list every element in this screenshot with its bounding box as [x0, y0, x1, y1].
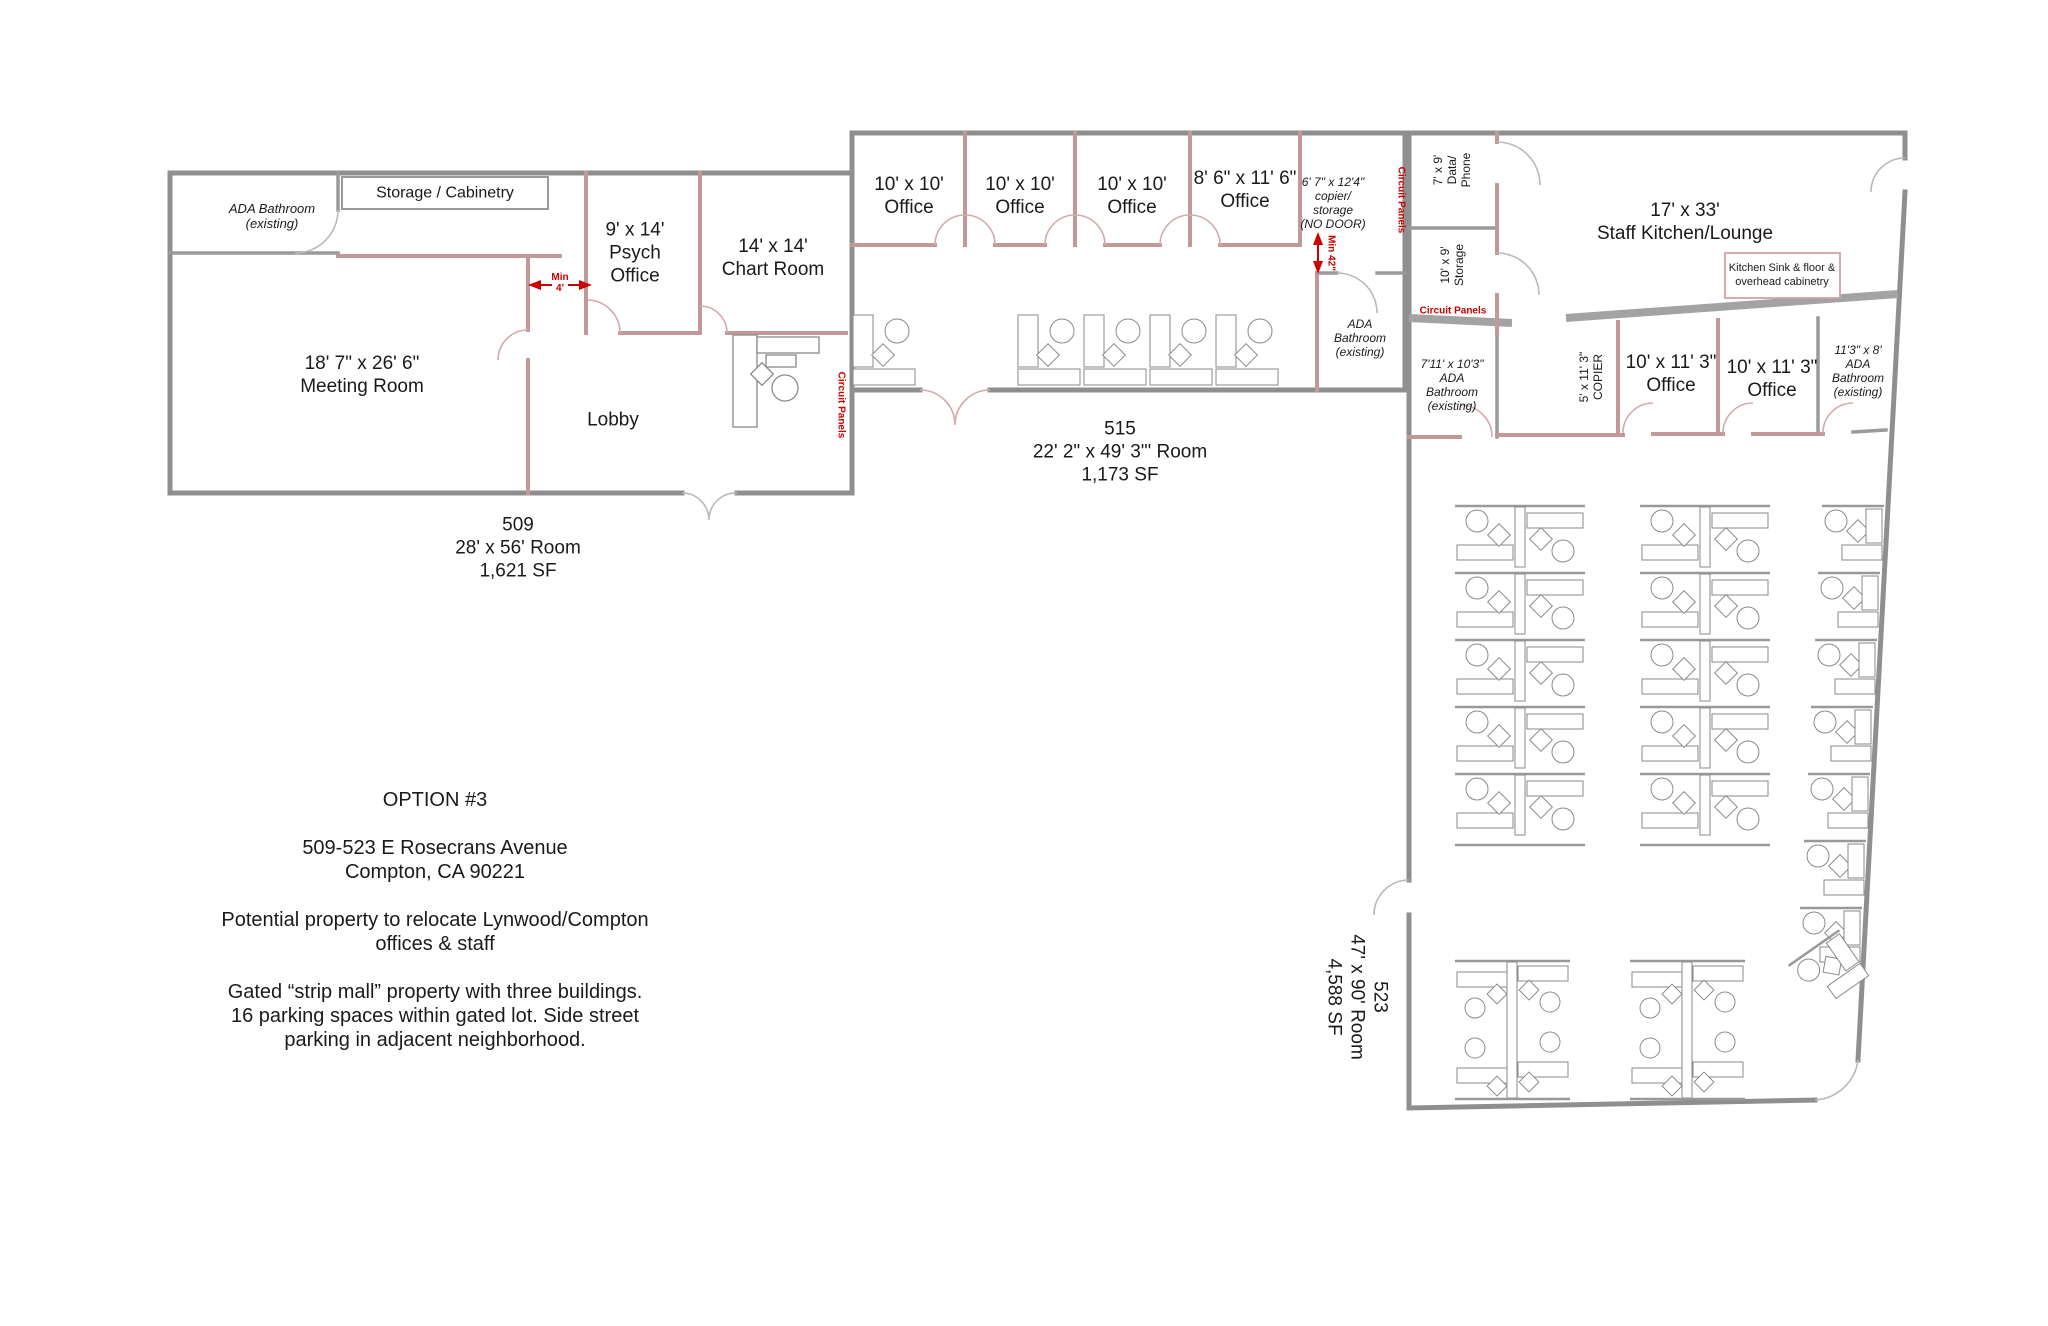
room-label-copier-523: 5' x 11' 3" COPIER: [1577, 351, 1605, 403]
lobby-desk: [732, 334, 820, 428]
room-label-office-523-1: 10' x 11' 3" Office: [1625, 352, 1717, 396]
room-label-office-515-2: 10' x 10' Office: [985, 174, 1055, 218]
property-note-1: Potential property to relocate Lynwood/C…: [221, 909, 649, 955]
room-label-ada-bathroom-509: ADA Bathroom (existing): [228, 201, 316, 231]
annotation-circuit-panels-515: Circuit Panels: [1395, 166, 1407, 234]
room-label-lobby: Lobby: [587, 409, 639, 431]
annotation-circuit-panels-523: Circuit Panels: [1419, 305, 1487, 317]
room-label-copier-storage-515: 6' 7" x 12'4" copier/ storage (NO DOOR): [1300, 175, 1366, 231]
annotation-kitchen-sink: Kitchen Sink & floor & overhead cabinetr…: [1728, 262, 1836, 288]
property-note-2: Gated “strip mall” property with three b…: [227, 981, 643, 1051]
room-label-data-phone: 7' x 9' Data/ Phone: [1431, 152, 1473, 188]
room-label-ada-bathroom-523-west: 7'11' x 10'3" ADA Bathroom (existing): [1420, 357, 1484, 413]
room-label-office-515-4: 8' 6" x 11' 6" Office: [1193, 168, 1297, 212]
annotation-min-42in: Min 42": [1325, 235, 1337, 271]
room-label-meeting-room: 18' 7" x 26' 6" Meeting Room: [300, 353, 424, 397]
property-address: 509-523 E Rosecrans Avenue Compton, CA 9…: [302, 837, 568, 883]
door-arcs-gray: [294, 141, 1906, 1101]
room-label-staff-kitchen: 17' x 33' Staff Kitchen/Lounge: [1596, 200, 1774, 244]
annotation-circuit-panels-509: Circuit Panels: [835, 371, 847, 439]
annotation-min-4ft: Min 4': [551, 272, 569, 294]
workstations-523: [1453, 504, 1886, 1101]
room-label-ada-bathroom-523-east: 11'3" x 8' ADA Bathroom (existing): [1831, 343, 1885, 399]
room-label-ada-bathroom-515: ADA Bathroom (existing): [1333, 317, 1387, 359]
workstations-515: [852, 314, 1279, 386]
building-label-515: 515 22' 2" x 49' 3"' Room 1,173 SF: [1032, 418, 1208, 486]
interior-pink-walls: [336, 131, 1825, 495]
min-4ft-arrows: [528, 280, 592, 290]
interior-gray-walls: [168, 171, 1888, 439]
min-42in-arrow: [1313, 232, 1323, 274]
building-label-523: 523 47' x 90' Room 4,588 SF: [1323, 934, 1391, 1060]
building-label-509: 509 28' x 56' Room 1,621 SF: [455, 514, 581, 582]
room-label-storage-523: 10' x 9' Storage: [1438, 243, 1466, 287]
room-label-office-515-3: 10' x 10' Office: [1097, 174, 1167, 218]
kitchen-note-box: [1724, 252, 1841, 299]
room-label-storage-cabinetry: Storage / Cabinetry: [376, 184, 514, 202]
room-label-office-515-1: 10' x 10' Office: [874, 174, 944, 218]
storage-cabinetry-box: [341, 176, 549, 210]
exterior-walls: [167, 130, 1908, 1111]
door-arcs-pink: [497, 214, 1854, 438]
room-label-chart-room: 14' x 14' Chart Room: [721, 236, 825, 280]
slanted-walls: [1408, 290, 1899, 327]
option-title: OPTION #3: [382, 789, 488, 811]
room-label-office-523-2: 10' x 11' 3" Office: [1726, 357, 1818, 401]
room-label-psych-office: 9' x 14' Psych Office: [605, 219, 665, 287]
